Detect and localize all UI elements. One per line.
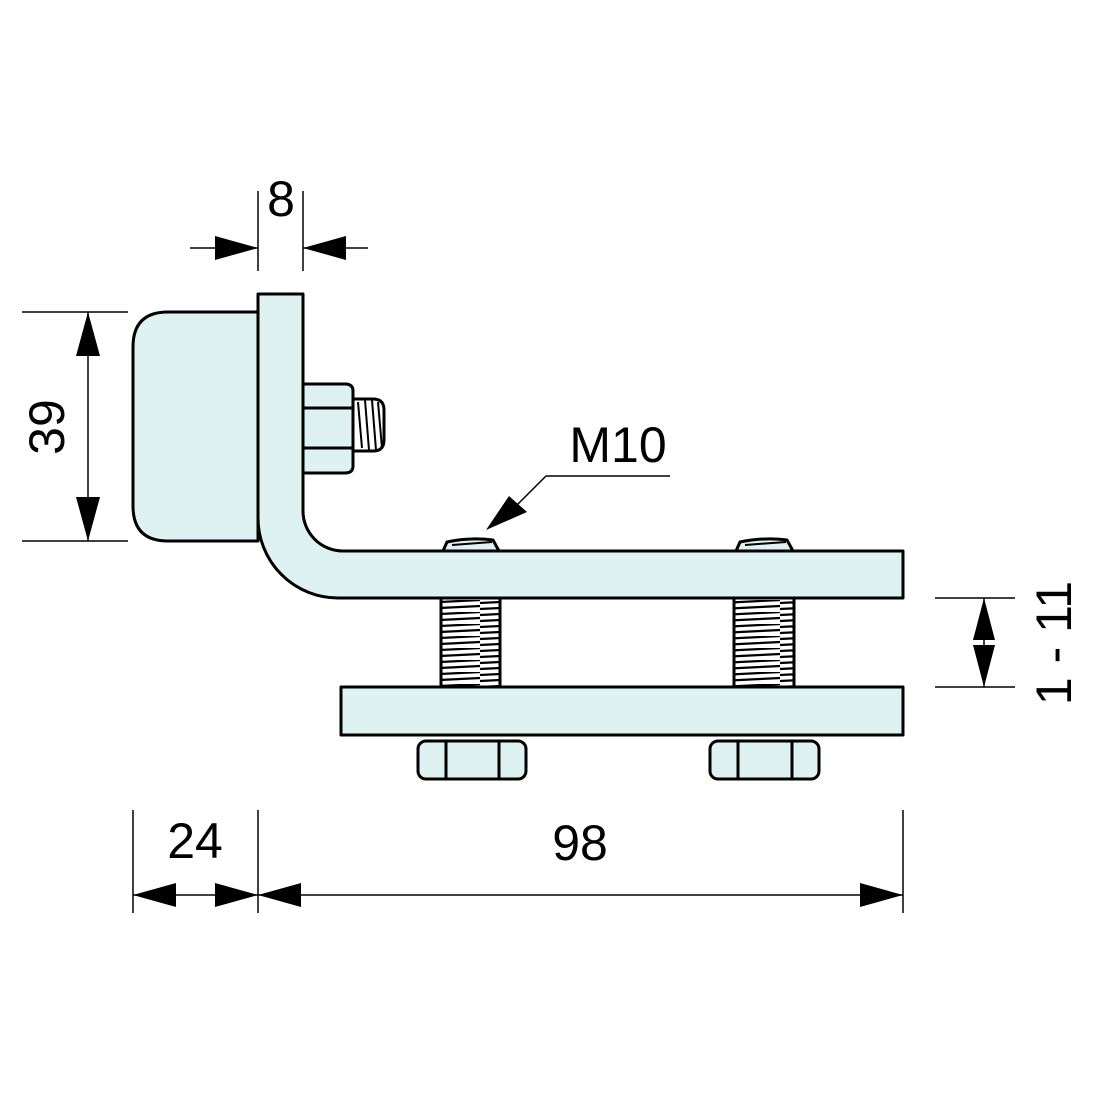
bolt-tip-left: [441, 537, 501, 553]
label-arm-length: 98: [552, 815, 608, 871]
dimension-pad-height: [22, 311, 128, 542]
hex-nut-right: [708, 739, 821, 781]
label-thread-size: M10: [569, 417, 666, 473]
dimension-plate-thickness: [190, 191, 368, 271]
label-clamp-range: 1 - 11: [1026, 581, 1082, 705]
bolt-tip-right: [734, 537, 795, 553]
threaded-rod-left: [439, 596, 502, 689]
thread-leader: [486, 475, 670, 530]
label-pad-depth: 24: [167, 813, 223, 869]
label-plate-thickness: 8: [267, 171, 295, 227]
rubber-pad: [131, 310, 260, 543]
hex-nut-left: [416, 739, 528, 781]
clamp-plate: [339, 685, 905, 737]
dimension-clamp-range: [935, 597, 1015, 688]
pad-bolt: [301, 382, 386, 475]
label-pad-height: 39: [19, 399, 75, 455]
l-bracket: [256, 292, 905, 600]
threaded-rod-right: [732, 596, 796, 689]
dimension-bottom: [132, 810, 904, 913]
